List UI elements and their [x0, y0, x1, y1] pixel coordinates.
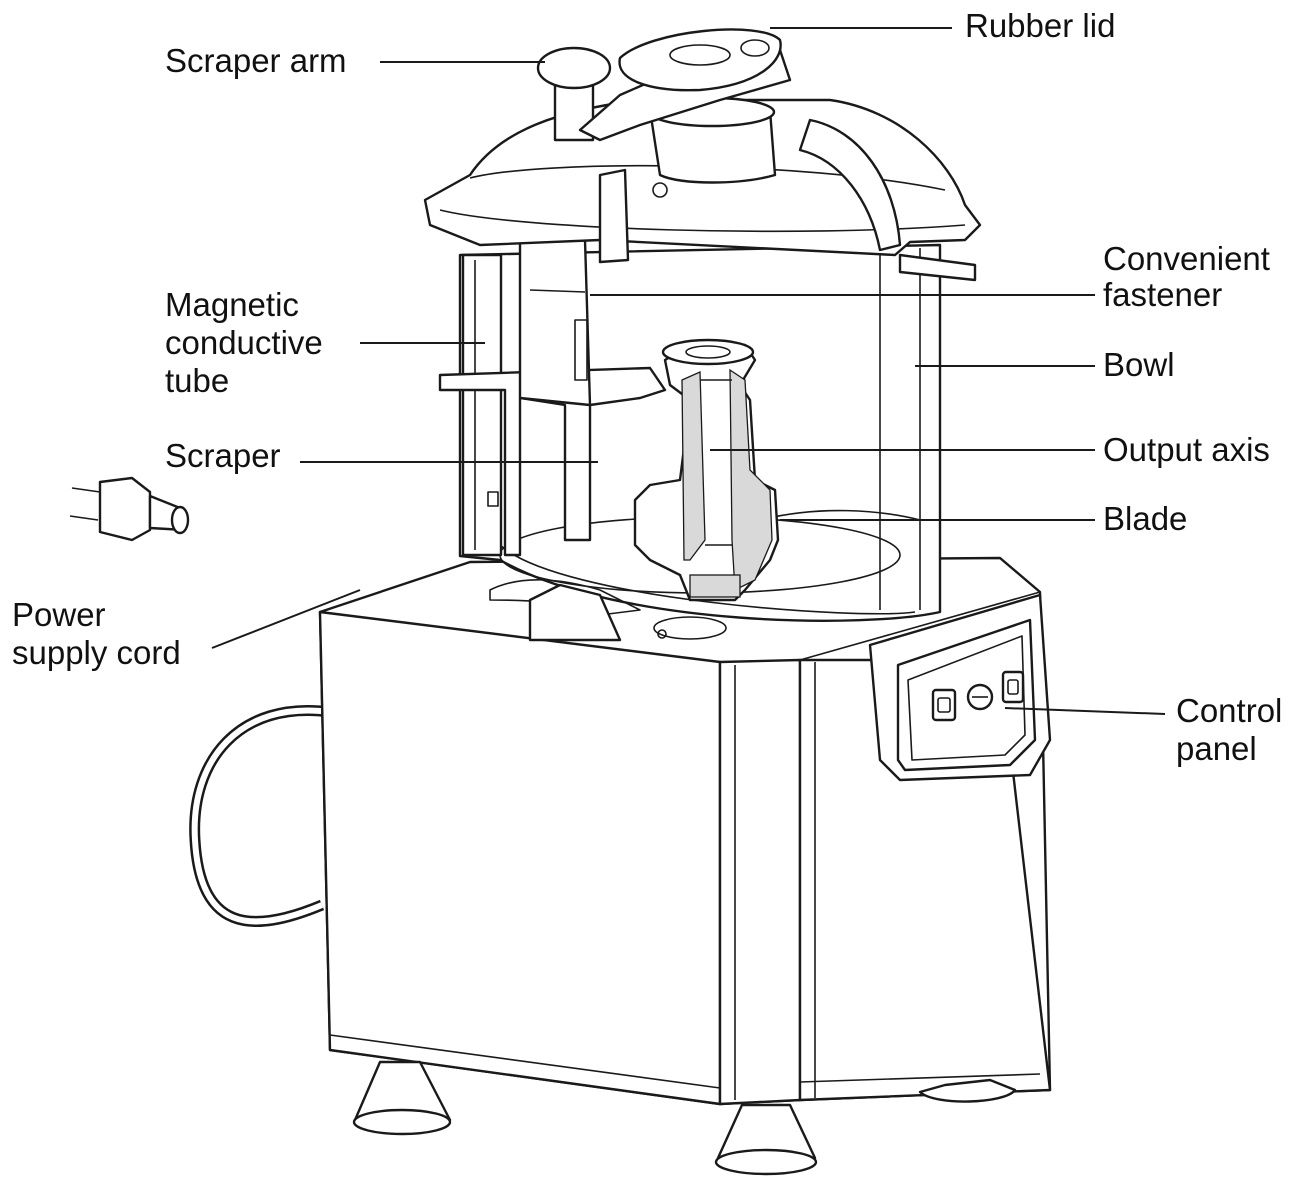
label-blade: Blade — [1103, 500, 1188, 537]
leader-power-cord — [211, 589, 361, 649]
label-convenient-fastener-line1: Convenient — [1103, 240, 1270, 277]
label-bowl: Bowl — [1103, 346, 1175, 383]
leader-control-panel — [1004, 707, 1166, 715]
label-power-line1: Power — [12, 596, 106, 633]
scraper — [438, 238, 667, 557]
label-output-axis: Output axis — [1103, 431, 1270, 468]
label-convenient-fastener-line2: fastener — [1103, 276, 1223, 313]
label-magnetic-line1: Magnetic — [165, 286, 299, 323]
label-magnetic-line3: tube — [165, 362, 230, 399]
rubber-lid — [618, 28, 782, 92]
label-control-line1: Control — [1176, 692, 1283, 729]
magnetic-tube — [461, 253, 503, 557]
label-rubber-lid: Rubber lid — [965, 7, 1116, 44]
leader-lines — [211, 27, 1166, 715]
label-magnetic-line2: conductive — [165, 324, 323, 361]
lid — [423, 96, 982, 264]
output-axis-assembly — [633, 338, 780, 602]
label-control-line2: panel — [1176, 730, 1257, 767]
label-power-line2: supply cord — [12, 634, 181, 671]
power-plug — [69, 476, 190, 542]
label-scraper-arm: Scraper arm — [165, 42, 347, 79]
label-scraper: Scraper — [165, 437, 281, 474]
feet — [352, 1060, 1017, 1176]
power-cord — [184, 517, 353, 927]
control-panel — [868, 593, 1052, 782]
